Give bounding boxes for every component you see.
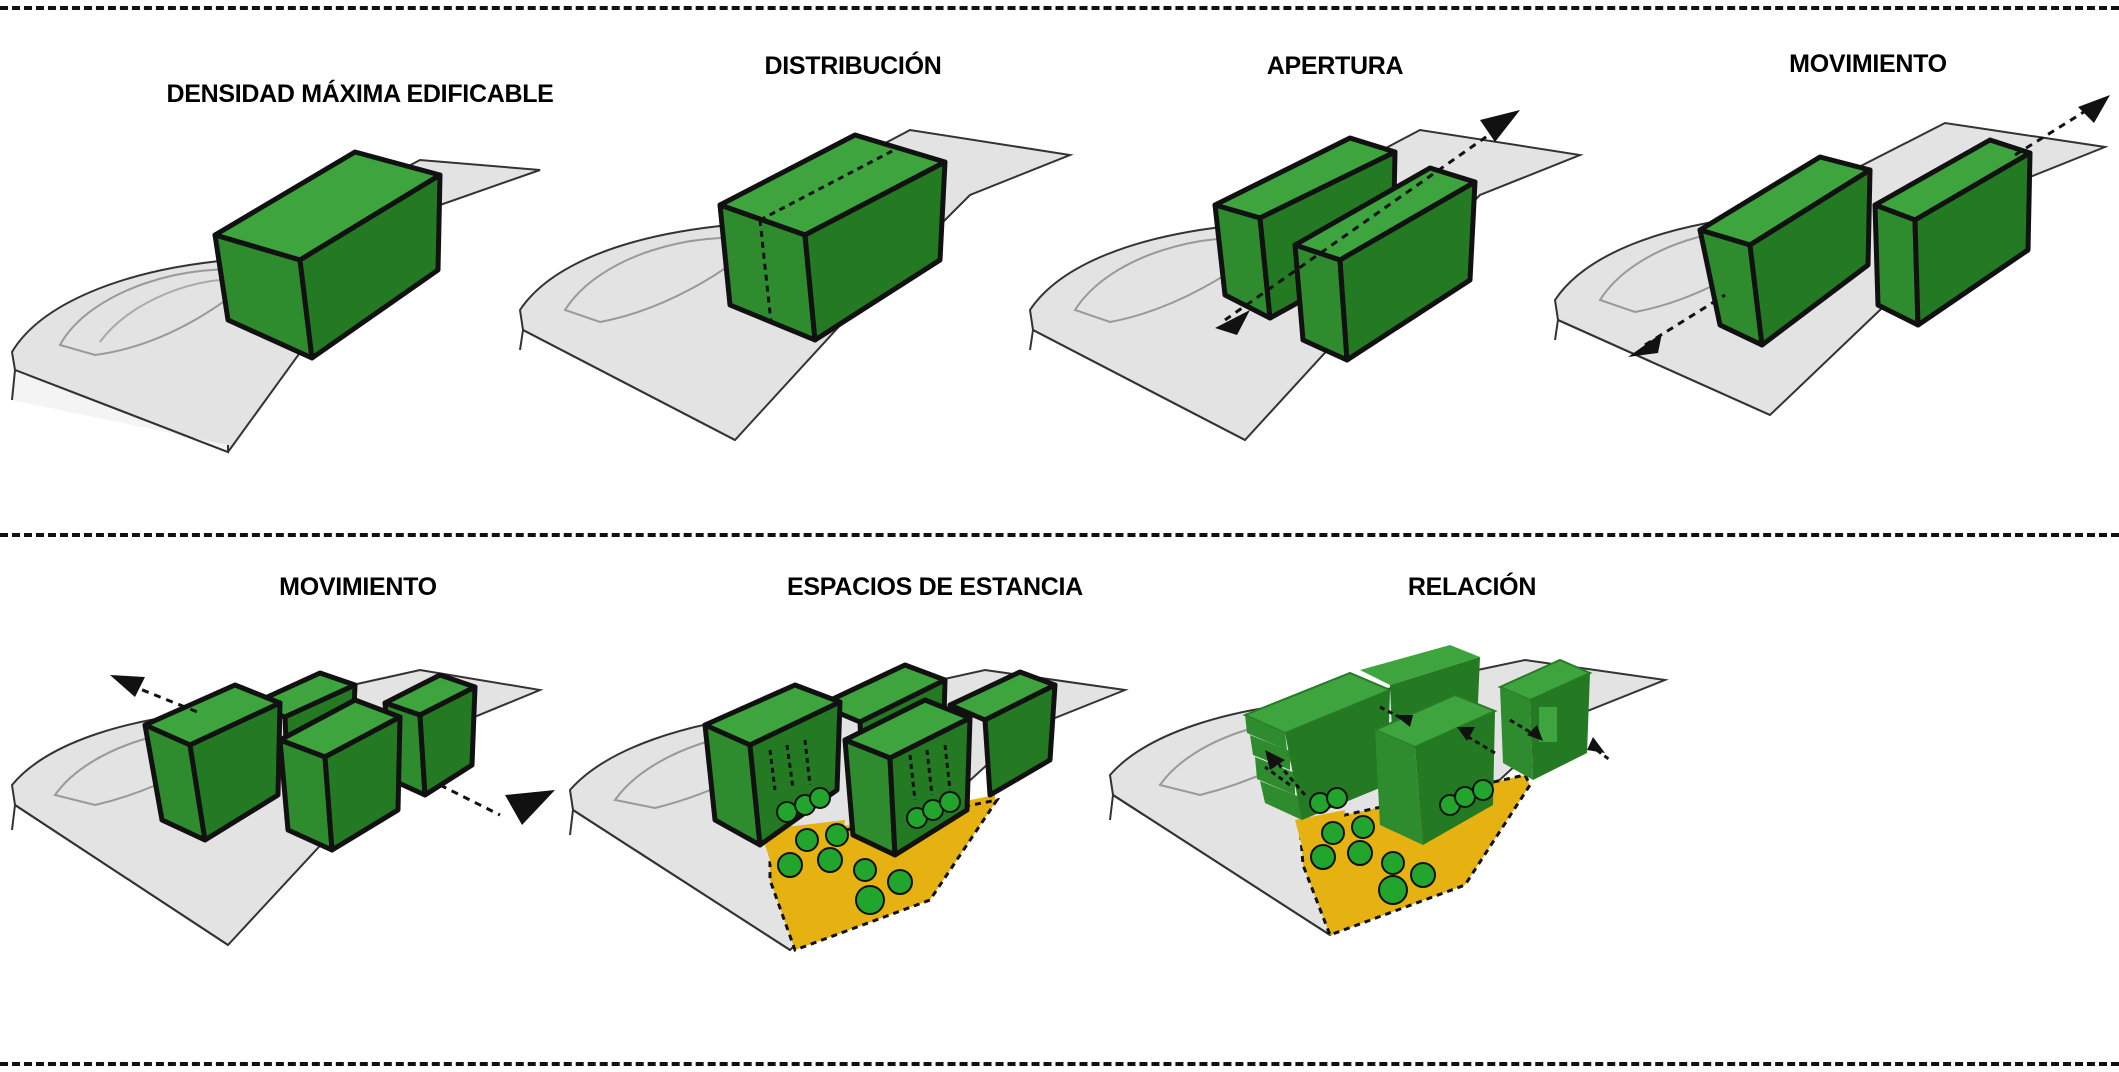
- arrow-head-icon: [110, 675, 145, 697]
- panel-apertura: [1025, 100, 1595, 450]
- downward-arrows: [768, 739, 952, 801]
- panel-title-relacion: RELACIÓN: [1407, 573, 1537, 601]
- trees: [776, 787, 961, 915]
- building-block-left: [1697, 154, 1873, 348]
- panel-relacion: [1105, 635, 1675, 945]
- panel-title-movimiento-2: MOVIMIENTO: [279, 573, 437, 601]
- building-block: [717, 132, 948, 343]
- arrow-head-icon: [1215, 310, 1250, 335]
- arrow-head-icon: [505, 790, 555, 825]
- movement-arrow: [1628, 95, 2110, 357]
- panel-espacios-estancia: [565, 650, 1135, 960]
- arrow-head-icon: [1395, 715, 1413, 727]
- middle-divider: [0, 533, 2119, 537]
- arrow-head-icon: [1265, 750, 1285, 770]
- panel-movimiento-1: [1550, 95, 2119, 425]
- arrow-head-icon: [1527, 725, 1543, 741]
- bottom-divider: [0, 1062, 2119, 1066]
- panel-distribucion: [515, 110, 1085, 450]
- arrow-head-icon: [1587, 737, 1605, 753]
- panel-title-apertura: APERTURA: [1266, 52, 1404, 80]
- trees: [1309, 779, 1494, 905]
- building-block-right: [1872, 137, 2033, 328]
- panel-title-movimiento-1: MOVIMIENTO: [1789, 50, 1947, 78]
- building-block-front-right: [277, 697, 403, 853]
- building-block: [212, 149, 443, 361]
- arrow-head-icon: [1457, 727, 1475, 741]
- building-block-front-left: [702, 682, 843, 848]
- panel-densidad: [0, 140, 580, 470]
- building-block-back-right: [382, 672, 478, 798]
- building-block-front-left: [142, 682, 283, 843]
- arrow-head-icon: [1628, 333, 1662, 357]
- arrow-head-icon: [2078, 95, 2110, 123]
- panel-title-densidad: DENSIDAD MÁXIMA EDIFICABLE: [166, 80, 554, 108]
- building-block-right: [1292, 165, 1478, 363]
- terraced-building-right: [1497, 658, 1593, 780]
- panel-title-distribucion: DISTRIBUCIÓN: [764, 52, 942, 80]
- arrow-heads: [1265, 715, 1605, 770]
- division-line-top: [759, 146, 899, 222]
- panel-movimiento-2: [0, 655, 580, 955]
- opening-arrow: [1215, 110, 1520, 335]
- panel-title-espacios: ESPACIOS DE ESTANCIA: [787, 573, 1083, 601]
- arrow-head-icon: [1480, 110, 1520, 142]
- top-divider: [0, 6, 2119, 10]
- movement-arrow: [110, 675, 555, 825]
- terraced-building-center: [1372, 693, 1498, 845]
